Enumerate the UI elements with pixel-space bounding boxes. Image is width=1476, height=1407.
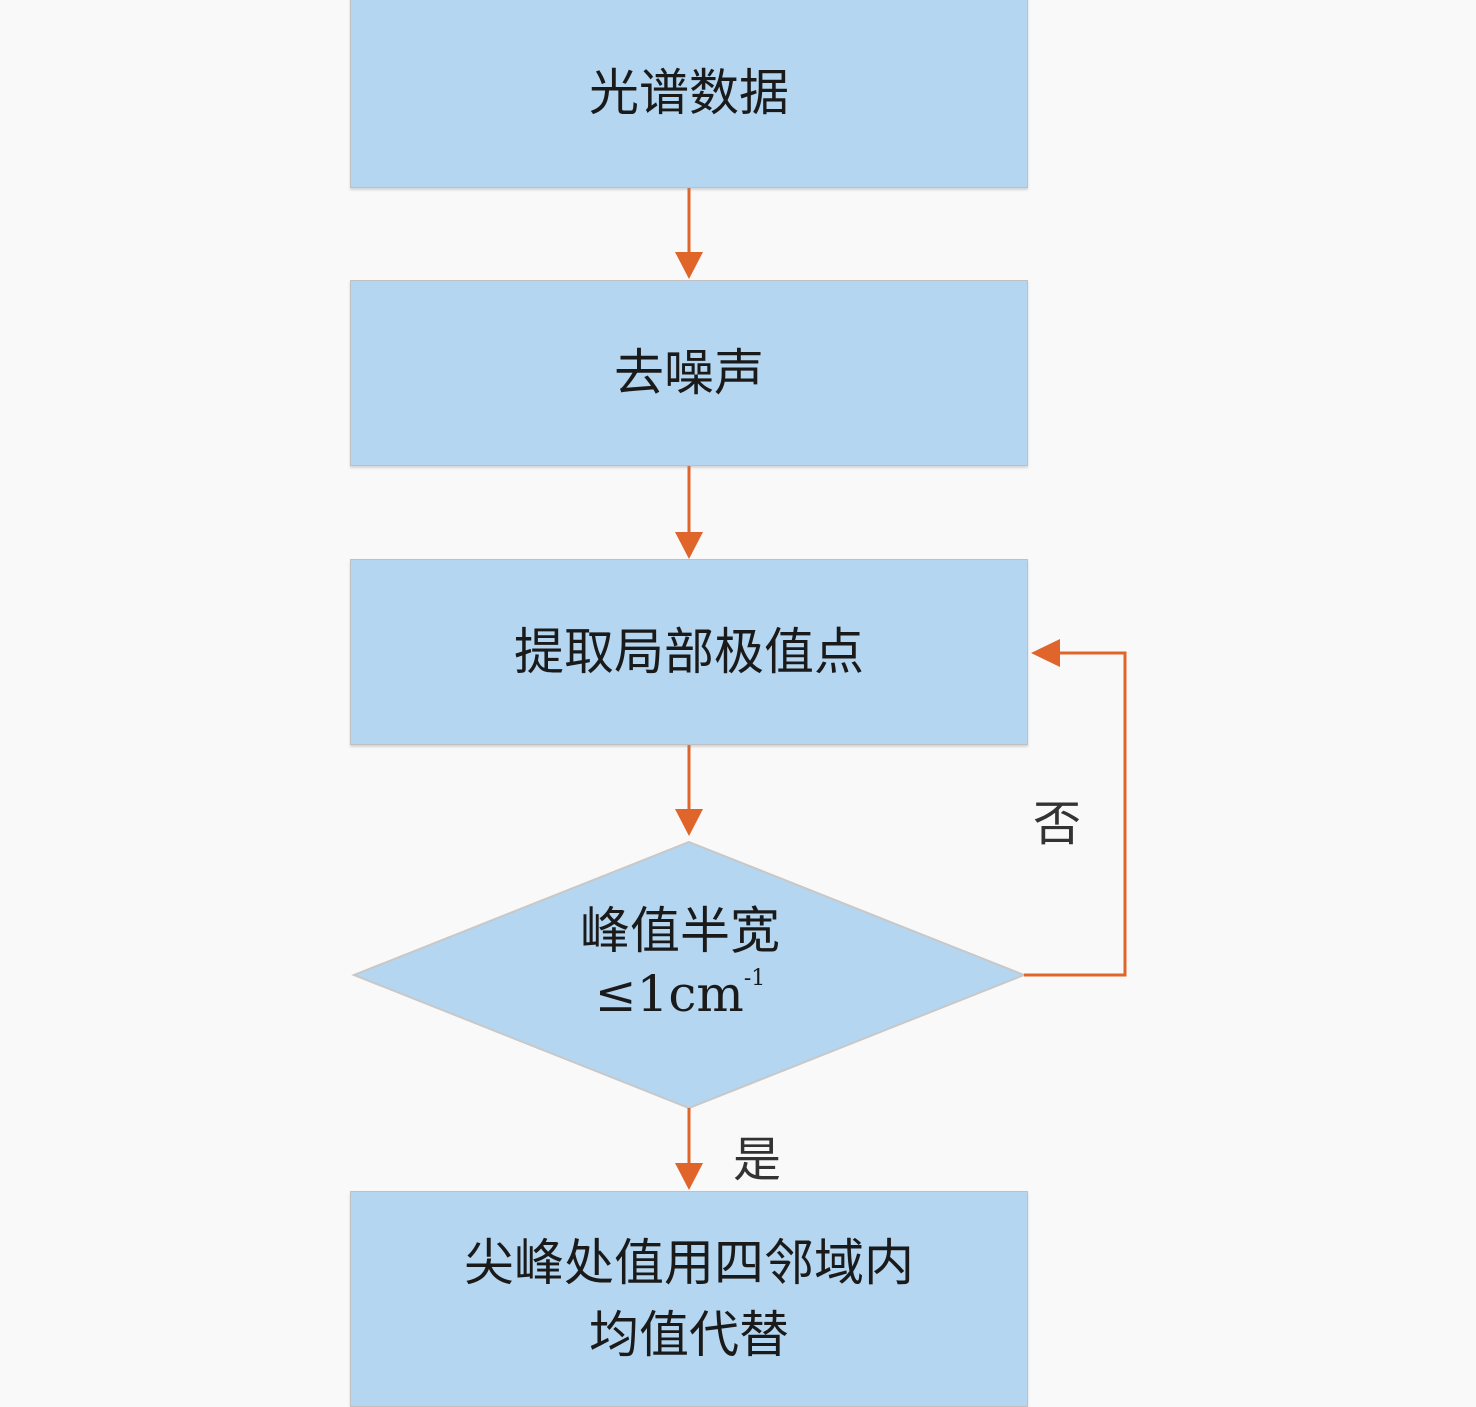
arrowhead-replace (675, 1163, 703, 1190)
node-replace-line1: 尖峰处值用四邻域内 (464, 1233, 914, 1292)
node-replace-text: 尖峰处值用四邻域内 均值代替 (464, 1227, 914, 1372)
decision-superscript: -1 (743, 965, 766, 991)
arrowhead-denoise (675, 252, 703, 279)
node-replace: 尖峰处值用四邻域内 均值代替 (350, 1191, 1028, 1407)
node-extract-peaks-label: 提取局部极值点 (514, 622, 864, 681)
arrowhead-decision (675, 809, 703, 836)
node-denoise-label: 去噪声 (614, 343, 764, 402)
node-denoise: 去噪声 (350, 280, 1028, 466)
decision-line2-main: ≤1cm (594, 964, 744, 1023)
node-spectral-data-label: 光谱数据 (589, 63, 789, 122)
node-spectral-data: 光谱数据 (350, 0, 1028, 188)
node-extract-peaks: 提取局部极值点 (350, 559, 1028, 745)
arrowhead-extract (675, 532, 703, 559)
decision-line1: 峰值半宽 (580, 902, 780, 960)
node-replace-line2: 均值代替 (589, 1306, 789, 1364)
arrowhead-no-loop (1031, 639, 1060, 667)
decision-text: 峰值半宽 ≤1cm-1 (470, 900, 890, 1025)
yes-label: 是 (733, 1132, 782, 1188)
no-label: 否 (1033, 796, 1082, 852)
arrow-no-loop (1024, 651, 1127, 977)
decision-line2: ≤1cm-1 (470, 963, 890, 1026)
